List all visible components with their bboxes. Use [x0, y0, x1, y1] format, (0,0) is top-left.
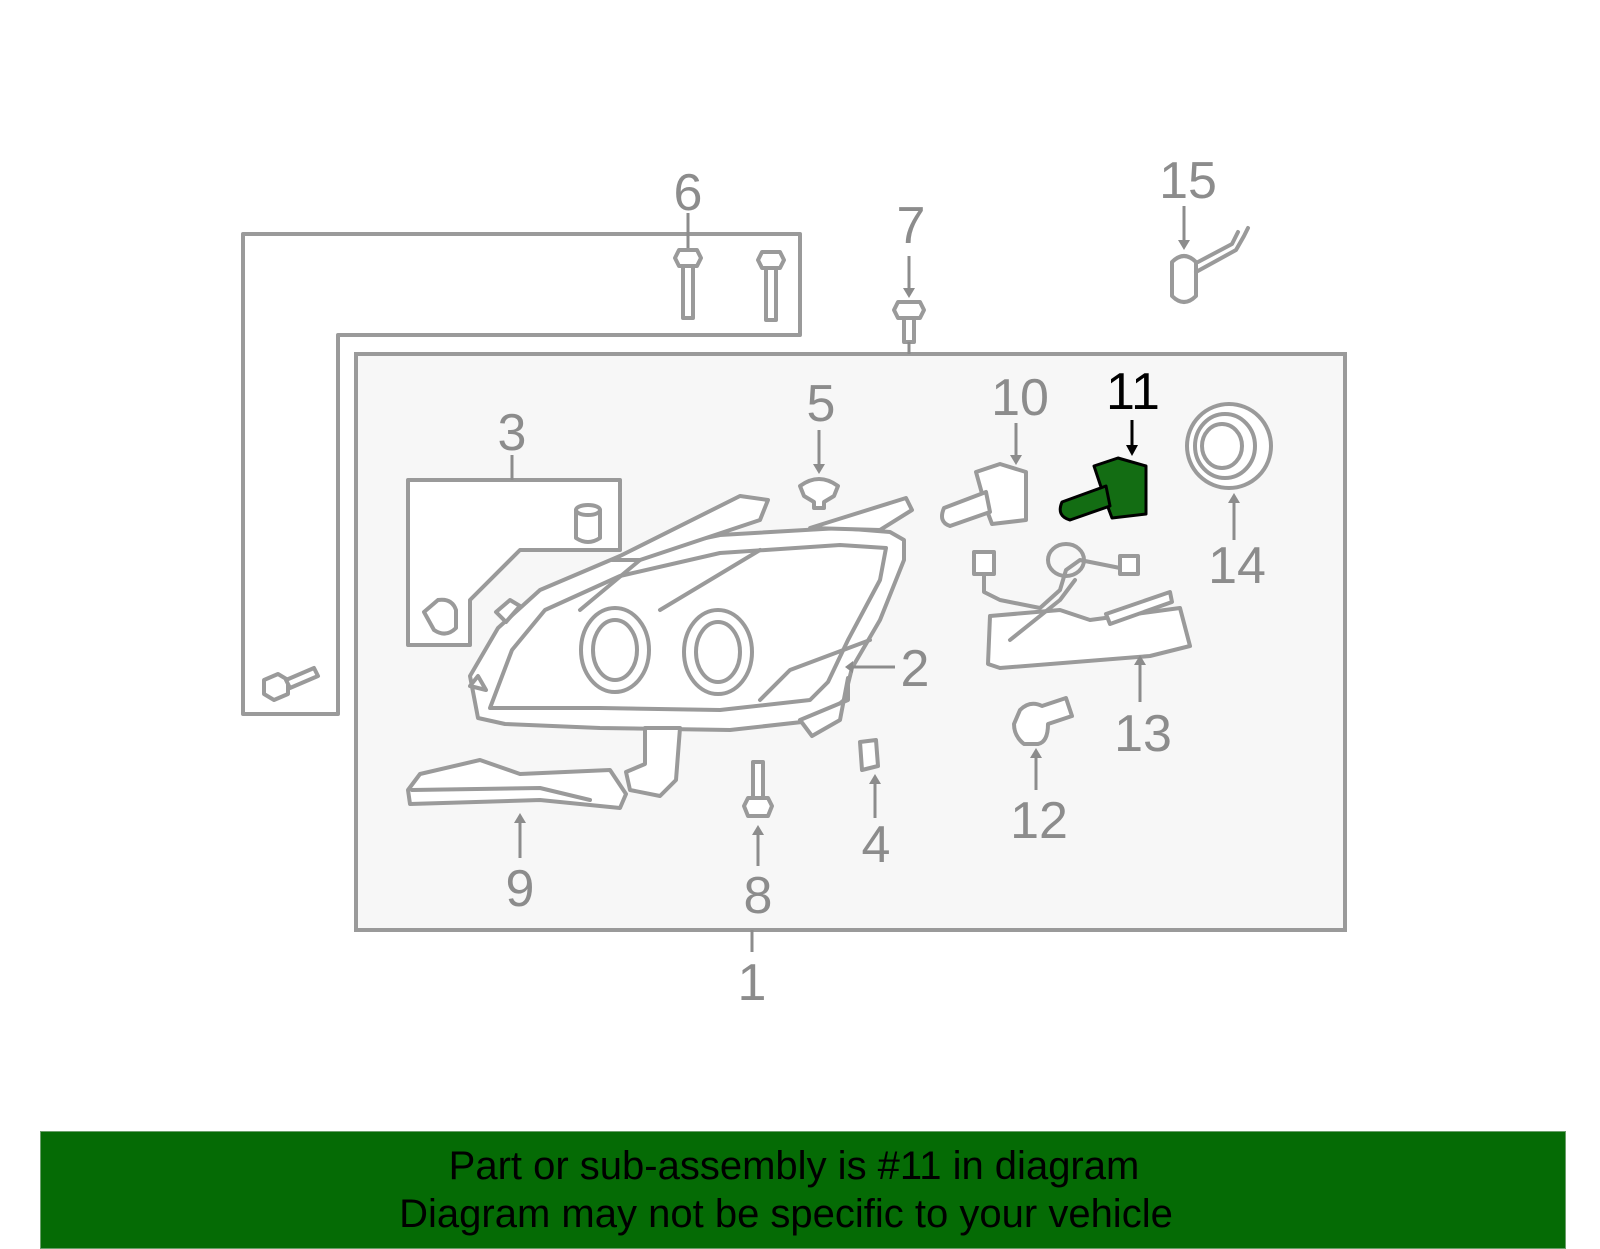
part-11-bulb-highlighted	[1058, 420, 1148, 522]
part-14-socket	[1185, 402, 1273, 540]
callout-6: 6	[674, 164, 703, 222]
callout-8: 8	[744, 867, 773, 925]
callout-2: 2	[901, 640, 930, 698]
part-10-bulb	[940, 423, 1028, 528]
callout-12: 12	[1010, 792, 1068, 850]
callout-5: 5	[807, 375, 836, 433]
bolt-7	[892, 256, 926, 354]
callout-4: 4	[862, 816, 891, 874]
callout-9: 9	[506, 860, 535, 918]
callout-1: 1	[738, 954, 767, 1012]
part-13-harness	[972, 542, 1192, 702]
callout-7: 7	[897, 197, 926, 255]
parts-diagram: 1 2 3 4 5 6 7 8 9 10 11 12 13 14 15	[241, 152, 1347, 1012]
part-12-bulb	[1012, 696, 1074, 790]
headlamp-housing	[468, 494, 914, 798]
bracket-bolt	[262, 666, 320, 702]
bracket-group-outline	[241, 232, 802, 716]
part-4-clip	[858, 738, 881, 818]
part-5-grommet	[798, 430, 840, 510]
banner-line-disclaimer: Diagram may not be specific to your vehi…	[399, 1192, 1173, 1236]
callout-3: 3	[498, 404, 527, 462]
info-banner: Part or sub-assembly is #11 in diagram D…	[40, 1131, 1566, 1249]
callout-14: 14	[1208, 537, 1266, 595]
callout-13: 13	[1114, 705, 1172, 763]
part-15-clip	[1170, 206, 1250, 304]
bolt-6-group	[673, 213, 786, 322]
adjuster-caps	[422, 503, 602, 636]
part-8-bolt	[742, 760, 774, 866]
banner-line-part-number: Part or sub-assembly is #11 in diagram	[448, 1144, 1140, 1188]
callout-10: 10	[991, 369, 1049, 427]
callout-15: 15	[1159, 152, 1217, 210]
adjuster-group-outline	[406, 478, 622, 647]
part-9-trim	[406, 758, 628, 858]
callout-11: 11	[1106, 363, 1160, 421]
